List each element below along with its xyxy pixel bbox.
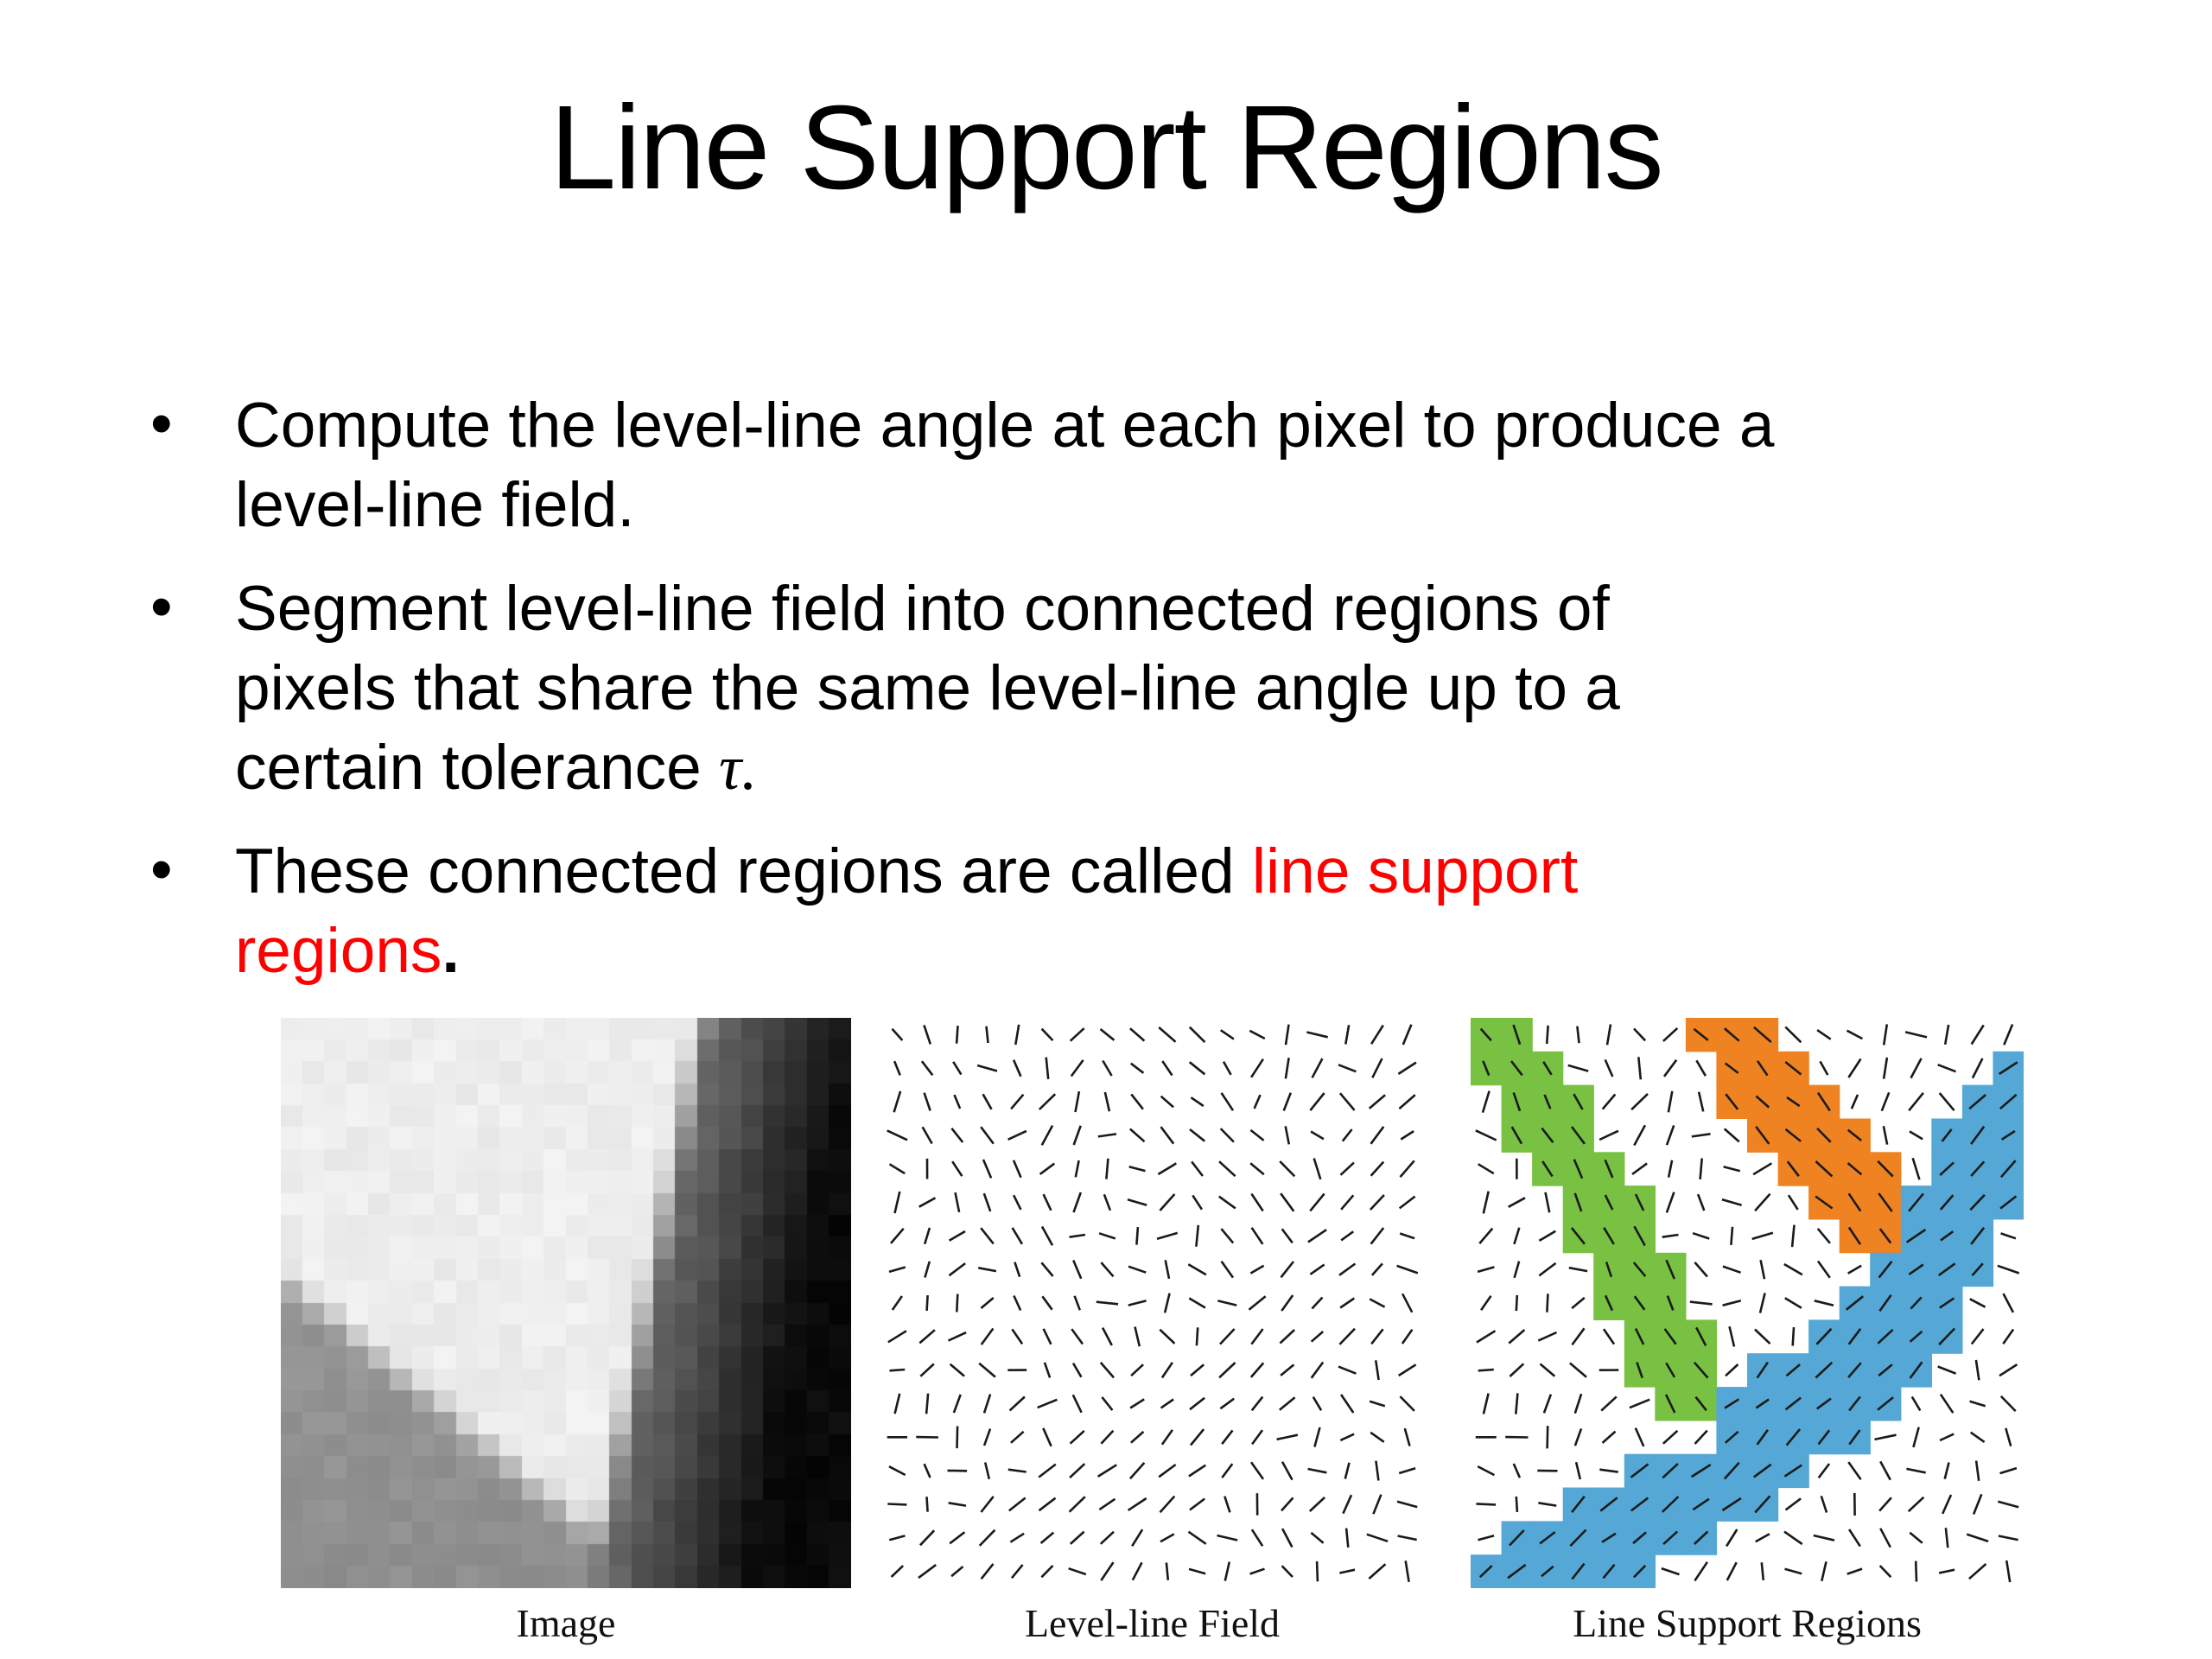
bullet-1-line-1: Compute the level-line angle at each pix…: [235, 390, 1775, 461]
bullet-3-pre: These connected regions are called: [235, 836, 1252, 906]
page-title: Line Support Regions: [550, 81, 1663, 214]
level-line-field-panel: Level-line Field: [882, 1018, 1422, 1646]
bullet-1-line-2: level-line field.: [235, 469, 635, 540]
bullet-item-2: Segment level-line field into connected …: [147, 568, 2134, 808]
bullet-2-line-3: certain tolerance: [235, 732, 719, 803]
image-panel: Image: [281, 1018, 851, 1646]
line-support-regions-svg: [1471, 1018, 2024, 1589]
bullet-2-line-1: Segment level-line field into connected …: [235, 573, 1610, 644]
line-support-regions-caption: Line Support Regions: [1573, 1601, 1922, 1646]
highlight-red-text-2: regions: [235, 915, 442, 986]
image-panel-caption: Image: [516, 1601, 616, 1646]
level-line-field-svg: [882, 1018, 1422, 1589]
image-panel-canvas: [281, 1018, 851, 1589]
bullet-item-3: These connected regions are called line …: [147, 830, 2134, 991]
level-line-field-caption: Level-line Field: [1024, 1601, 1281, 1646]
bullet-3-period: .: [442, 915, 460, 986]
bullet-list: Compute the level-line angle at each pix…: [147, 385, 2134, 991]
highlight-red-text-1: line support: [1251, 836, 1579, 906]
line-support-regions-panel: Line Support Regions: [1471, 1018, 2024, 1646]
figure-row: Image Level-line Field Line Support Regi…: [0, 1018, 2212, 1646]
tau-symbol: τ.: [718, 732, 758, 803]
bullet-2-line-2: pixels that share the same level-line an…: [235, 652, 1620, 723]
bullet-item-1: Compute the level-line angle at each pix…: [147, 385, 2134, 545]
